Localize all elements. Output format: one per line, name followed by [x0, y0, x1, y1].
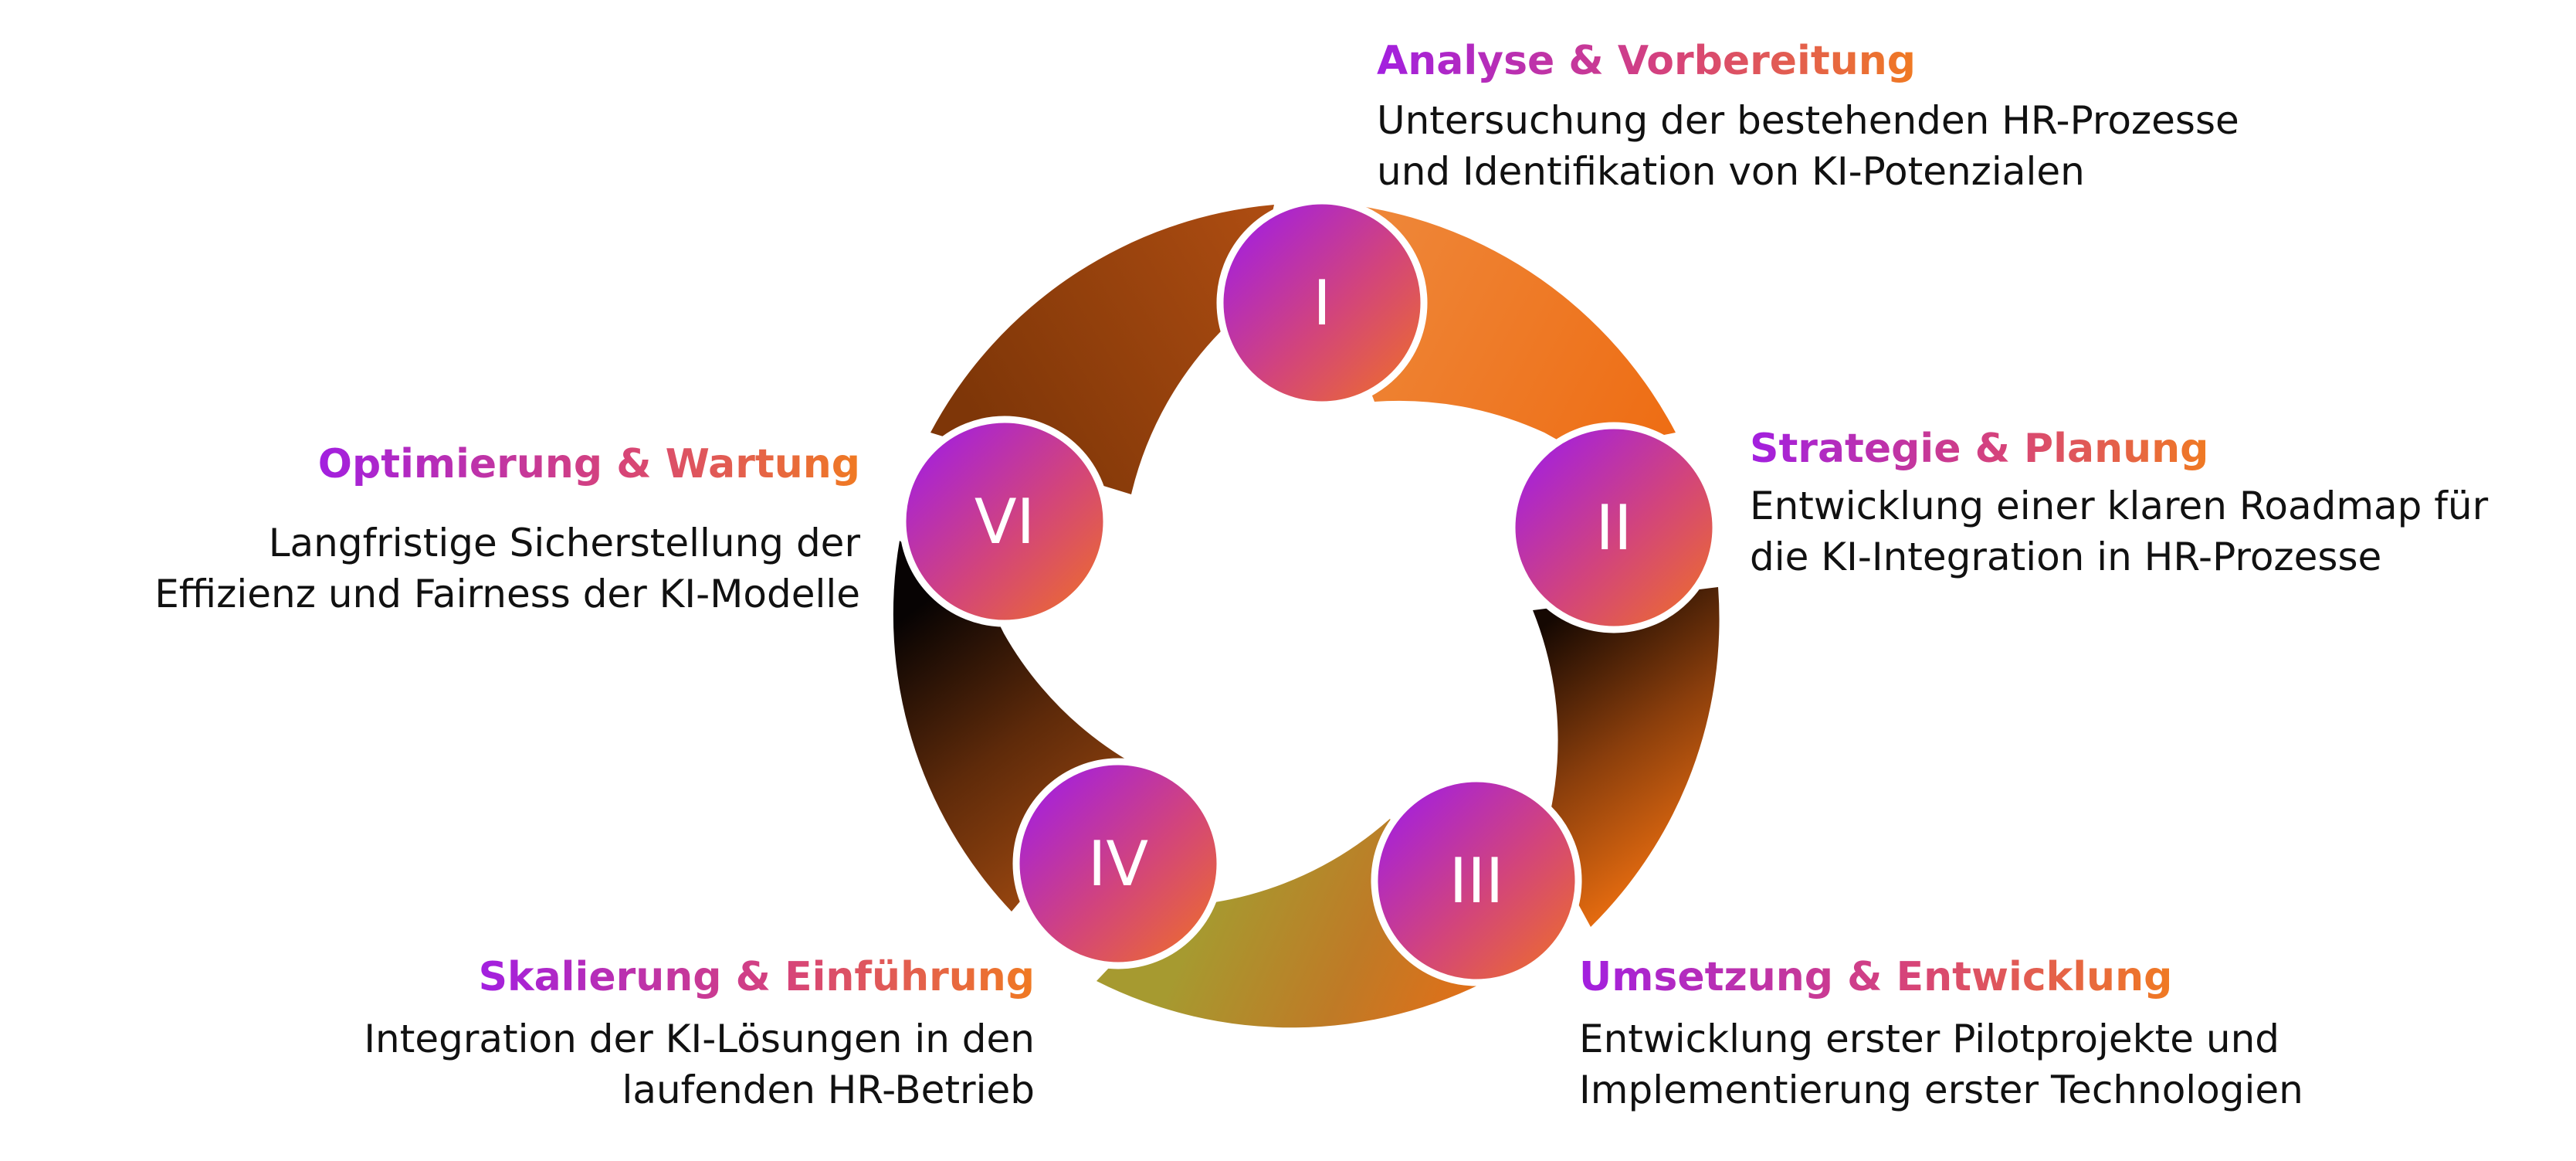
- step-5-line-1: Langfristige Sicherstellung der: [268, 521, 860, 565]
- step-node-numeral-2: II: [1595, 492, 1632, 564]
- step-2-title: Strategie & Planung: [1750, 426, 2209, 472]
- step-node-1: I: [1216, 197, 1428, 409]
- step-3-description: Entwicklung erster Pilotprojekte und Imp…: [1579, 1013, 2303, 1115]
- step-4-line-1: Integration der KI-Lösungen in den: [364, 1017, 1035, 1061]
- step-5-description: Langfristige Sicherstellung der Effizien…: [154, 518, 860, 620]
- step-5-line-2: Effizienz und Fairness der KI-Modelle: [154, 572, 860, 616]
- step-node-circle-1: [1216, 197, 1428, 409]
- step-3-line-2: Implementierung erster Technologien: [1579, 1068, 2303, 1112]
- step-node-numeral-4: IV: [1088, 828, 1149, 900]
- step-1-description: Untersuchung der bestehenden HR-Prozesse…: [1377, 95, 2239, 197]
- step-node-5: VI: [899, 416, 1110, 627]
- step-node-numeral-5: VI: [974, 486, 1035, 558]
- step-node-2: II: [1508, 422, 1720, 633]
- step-4-title: Skalierung & Einführung: [478, 954, 1035, 1000]
- step-1-line-2: und Identifikation von KI-Potenzialen: [1377, 149, 2085, 194]
- step-2-line-1: Entwicklung einer klaren Roadmap für: [1750, 484, 2489, 528]
- step-4-line-2: laufenden HR-Betrieb: [622, 1068, 1035, 1112]
- step-node-numeral-1: I: [1313, 267, 1331, 339]
- step-5-title: Optimierung & Wartung: [317, 441, 860, 487]
- step-3-line-1: Entwicklung erster Pilotprojekte und: [1579, 1017, 2280, 1061]
- cycle-arrow-2: [1533, 587, 1720, 927]
- step-2-description: Entwicklung einer klaren Roadmap für die…: [1750, 480, 2488, 582]
- step-3-title: Umsetzung & Entwicklung: [1579, 954, 2173, 1000]
- step-1-title: Analyse & Vorbereitung: [1377, 38, 1916, 84]
- step-node-circle-4: [1012, 758, 1224, 969]
- step-node-circle-2: [1508, 422, 1720, 633]
- step-1-line-1: Untersuchung der bestehenden HR-Prozesse: [1377, 98, 2239, 143]
- step-node-numeral-3: III: [1449, 845, 1504, 917]
- step-node-circle-3: [1371, 775, 1582, 986]
- step-node-3: III: [1371, 775, 1582, 986]
- step-node-circle-5: [899, 416, 1110, 627]
- step-4-description: Integration der KI-Lösungen in den laufe…: [364, 1013, 1035, 1115]
- step-node-4: IV: [1012, 758, 1224, 969]
- step-2-line-2: die KI-Integration in HR-Prozesse: [1750, 535, 2382, 579]
